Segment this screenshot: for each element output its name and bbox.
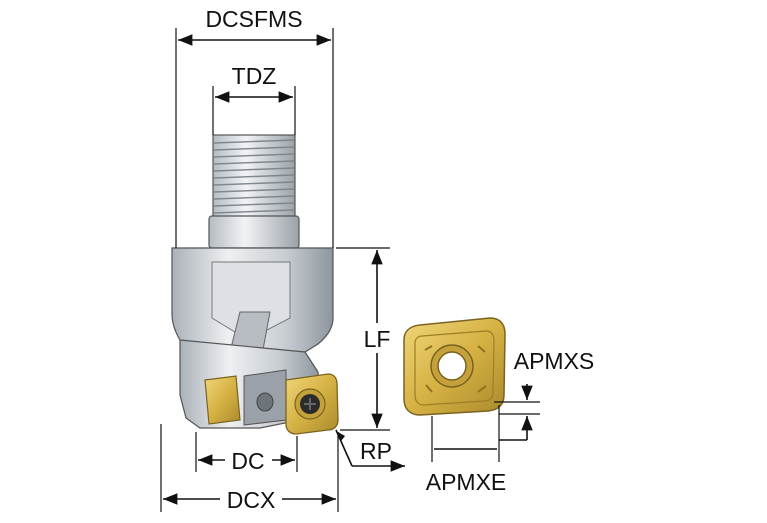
dcsfms-label: DCSFMS (205, 6, 302, 32)
thread-line (213, 139, 295, 144)
thread-line (213, 181, 295, 186)
dimension-dcx: DCX (160, 424, 339, 513)
dimension-apmxe: APMXE (426, 405, 507, 495)
thread-line (213, 146, 295, 151)
thread-line (213, 202, 295, 207)
thread-line (213, 195, 295, 200)
insert-detail (403, 317, 506, 416)
thread-lines (213, 139, 295, 214)
thread-line (213, 153, 295, 158)
front-insert (285, 373, 339, 435)
dimension-dcsfms: DCSFMS (175, 6, 334, 248)
threaded-shank (208, 134, 300, 249)
apmxe-label: APMXE (426, 469, 507, 495)
thread-line (213, 209, 295, 214)
dimension-tdz: TDZ (212, 63, 296, 135)
dimension-dc: DC (195, 432, 298, 474)
rp-label: RP (360, 438, 392, 464)
dimension-lf: LF (336, 247, 392, 431)
dcx-label: DCX (227, 487, 276, 513)
dc-label: DC (231, 448, 264, 474)
left-insert (204, 375, 241, 425)
apmxs-label: APMXS (514, 348, 595, 374)
lf-label: LF (364, 326, 391, 352)
thread-line (213, 167, 295, 172)
dimension-rp: RP (335, 429, 405, 472)
tdz-label: TDZ (232, 63, 277, 89)
thread-line (213, 174, 295, 179)
coolant-hole (256, 392, 274, 412)
thread-line (213, 188, 295, 193)
dimension-apmxs: APMXS (494, 348, 595, 441)
body-flat (211, 261, 291, 341)
thread-line (213, 160, 295, 165)
cutter-body (171, 134, 339, 435)
